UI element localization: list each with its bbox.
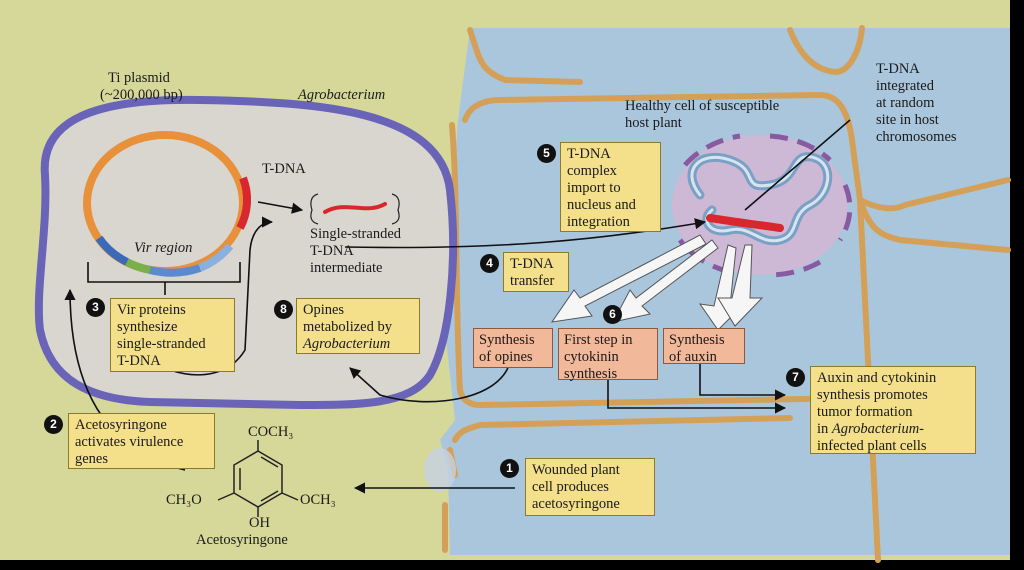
intermediate-label: Single-stranded T-DNA intermediate — [310, 226, 402, 276]
agrobacterium-label: Agrobacterium — [298, 87, 386, 103]
ti-plasmid-size: (~200,000 bp) — [100, 87, 183, 103]
step-8-text-italic: Agrobacterium — [303, 336, 391, 352]
step-7-text-italic: Agrobacterium — [831, 421, 920, 437]
integration-label: T-DNA integrated at random site in host … — [876, 61, 957, 145]
coch3-group: COCH₃ — [248, 424, 294, 440]
step-4-box: T-DNA transfer — [503, 252, 569, 292]
step-badge-8: 8 — [274, 300, 293, 319]
white-arrows — [550, 234, 764, 331]
step-8-text-pre: Opines metabolized by — [303, 302, 392, 335]
step-3-box: Vir proteins synthesize single-stranded … — [110, 298, 235, 372]
opines-synthesis-box: Synthesis of opines — [473, 328, 553, 368]
step-1-box: Wounded plant cell produces acetosyringo… — [525, 458, 655, 516]
step-badge-5: 5 — [537, 144, 556, 163]
step-5-box: T-DNA complex import to nucleus and inte… — [560, 142, 661, 232]
step-7-box: Auxin and cytokinin synthesis promotes t… — [810, 366, 976, 454]
step-badge-3: 3 — [86, 298, 105, 317]
step-8-box: Opines metabolized by Agrobacterium — [296, 298, 420, 354]
step-badge-6: 6 — [603, 305, 622, 324]
step-2-box: Acetosyringone activates virulence genes — [68, 413, 215, 469]
och3-group: OCH₃ — [300, 492, 336, 508]
cytokinin-synthesis-box: First step in cytokinin synthesis — [558, 328, 658, 382]
step-7-text-pre: Auxin and cytokinin synthesis promotes t… — [817, 370, 937, 437]
ti-plasmid-name: Ti plasmid — [108, 70, 170, 86]
acetosyringone-structure — [217, 440, 299, 517]
step-badge-4: 4 — [480, 254, 499, 273]
acetosyringone-name: Acetosyringone — [196, 532, 288, 548]
ss-tdna-intermediate — [310, 193, 400, 225]
vir-region-label: Vir region — [134, 240, 193, 256]
tdna-label: T-DNA — [262, 161, 306, 177]
ti-plasmid-ring — [83, 131, 252, 277]
step-badge-2: 2 — [44, 415, 63, 434]
ch3o-group: CH₃O — [166, 492, 202, 508]
auxin-synthesis-box: Synthesis of auxin — [663, 328, 745, 365]
host-cell-label: Healthy cell of susceptible host plant — [625, 98, 780, 131]
step-badge-1: 1 — [500, 459, 519, 478]
oh-group: OH — [249, 515, 270, 531]
step-7-text-post: - infected plant cells — [817, 421, 927, 454]
host-nucleus — [672, 133, 853, 278]
step-badge-7: 7 — [786, 368, 805, 387]
